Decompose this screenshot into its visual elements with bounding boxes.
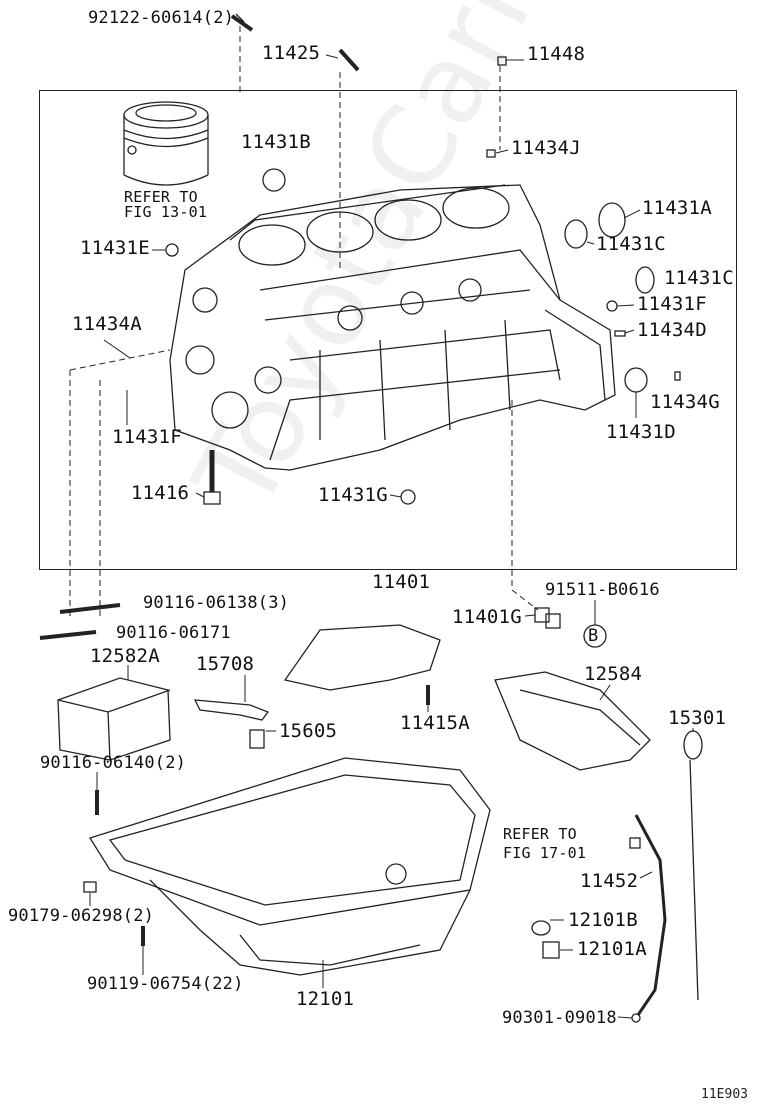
- label-11431F-a: 11431F: [637, 293, 707, 315]
- pin-11434G-drawing: [674, 371, 681, 381]
- label-11425: 11425: [262, 42, 321, 64]
- engine-block-drawing: [169, 184, 616, 471]
- guide-11452-drawing: [634, 814, 667, 1016]
- label-11401: 11401: [372, 571, 431, 593]
- clip-drawing: [629, 837, 641, 849]
- label-91511-b0616: 91511-B0616: [545, 580, 660, 600]
- sheet-code: 11E903: [701, 1087, 748, 1102]
- gasket-12101B-drawing: [531, 920, 551, 936]
- label-11431D: 11431D: [606, 421, 676, 443]
- label-15605: 15605: [279, 720, 338, 742]
- label-11431C-a: 11431C: [596, 233, 666, 255]
- o-ring-90301-drawing: [631, 1013, 641, 1023]
- label-15708: 15708: [196, 653, 255, 675]
- plug-15605-drawing: [249, 729, 265, 749]
- bolt-90179-drawing: [83, 881, 97, 893]
- label-refer-to-2: REFER TO: [503, 825, 577, 843]
- label-11434D: 11434D: [637, 319, 707, 341]
- label-12584: 12584: [584, 663, 643, 685]
- label-fig-17-01: FIG 17-01: [503, 844, 587, 862]
- label-11415A: 11415A: [400, 712, 470, 734]
- bolt-11416-drawing: [203, 450, 221, 505]
- label-11431F-b: 11431F: [112, 426, 182, 448]
- bolt-11401G-drawing: [534, 607, 561, 629]
- label-11434A: 11434A: [72, 313, 142, 335]
- label-90116-06171: 90116-06171: [116, 623, 231, 643]
- plug-11431E-drawing: [165, 243, 179, 257]
- pin-11434D-drawing: [614, 330, 626, 337]
- plug-11431D-drawing: [624, 367, 648, 393]
- plug-11431B-drawing: [262, 168, 286, 192]
- label-11452: 11452: [580, 870, 639, 892]
- label-92122-60614: 92122-60614(2): [88, 8, 235, 28]
- label-11431B: 11431B: [241, 131, 311, 153]
- plug-11431C-drawing: [564, 219, 588, 249]
- label-12101B: 12101B: [568, 909, 638, 931]
- label-fig-13-01: FIG 13-01: [124, 203, 208, 221]
- cylinder-block-frame: [39, 90, 737, 570]
- strainer-12584-drawing: [494, 671, 651, 771]
- label-refer-to-1: REFER TO: [124, 188, 198, 206]
- label-90116-06140: 90116-06140(2): [40, 753, 187, 773]
- plug-11448-drawing: [497, 56, 507, 66]
- plug-11431F-drawing: [606, 300, 618, 312]
- bolt-92122-drawing: [230, 13, 254, 32]
- bracket-drawing: [283, 624, 441, 691]
- stud-90116-06171-drawing: [39, 630, 97, 640]
- label-11434J: 11434J: [511, 137, 581, 159]
- label-11431E: 11431E: [80, 237, 150, 259]
- label-90301-09018: 90301-09018: [502, 1008, 617, 1028]
- label-12101: 12101: [296, 988, 355, 1010]
- plug-11431C-2-drawing: [635, 266, 655, 294]
- plug-11431A-drawing: [598, 202, 626, 238]
- label-11431C-b: 11431C: [664, 267, 734, 289]
- strainer-15708-drawing: [193, 699, 270, 721]
- plug-11431G-drawing: [400, 489, 416, 505]
- label-11401G: 11401G: [452, 606, 522, 628]
- label-90179-06298: 90179-06298(2): [8, 906, 155, 926]
- stud-90116-06138-drawing: [59, 603, 121, 614]
- dipstick-15301-drawing: [683, 730, 703, 1001]
- piston-drawing: [123, 101, 209, 186]
- label-11431G: 11431G: [318, 484, 388, 506]
- oil-pan-drawing: [89, 757, 491, 976]
- label-12101A: 12101A: [577, 938, 647, 960]
- stud-11425-drawing: [338, 48, 360, 72]
- label-11416: 11416: [131, 482, 190, 504]
- label-90116-06138: 90116-06138(3): [143, 593, 290, 613]
- label-90119-06754: 90119-06754(22): [87, 974, 244, 994]
- label-11434G: 11434G: [650, 391, 720, 413]
- label-15301: 15301: [668, 707, 727, 729]
- baffle-12582A-drawing: [57, 677, 171, 761]
- label-11431A: 11431A: [642, 197, 712, 219]
- label-circle-b: B: [588, 626, 599, 646]
- plug-12101A-drawing: [542, 941, 560, 959]
- plug-11434J-drawing: [486, 149, 496, 158]
- label-11448: 11448: [527, 43, 586, 65]
- label-12582A: 12582A: [90, 645, 160, 667]
